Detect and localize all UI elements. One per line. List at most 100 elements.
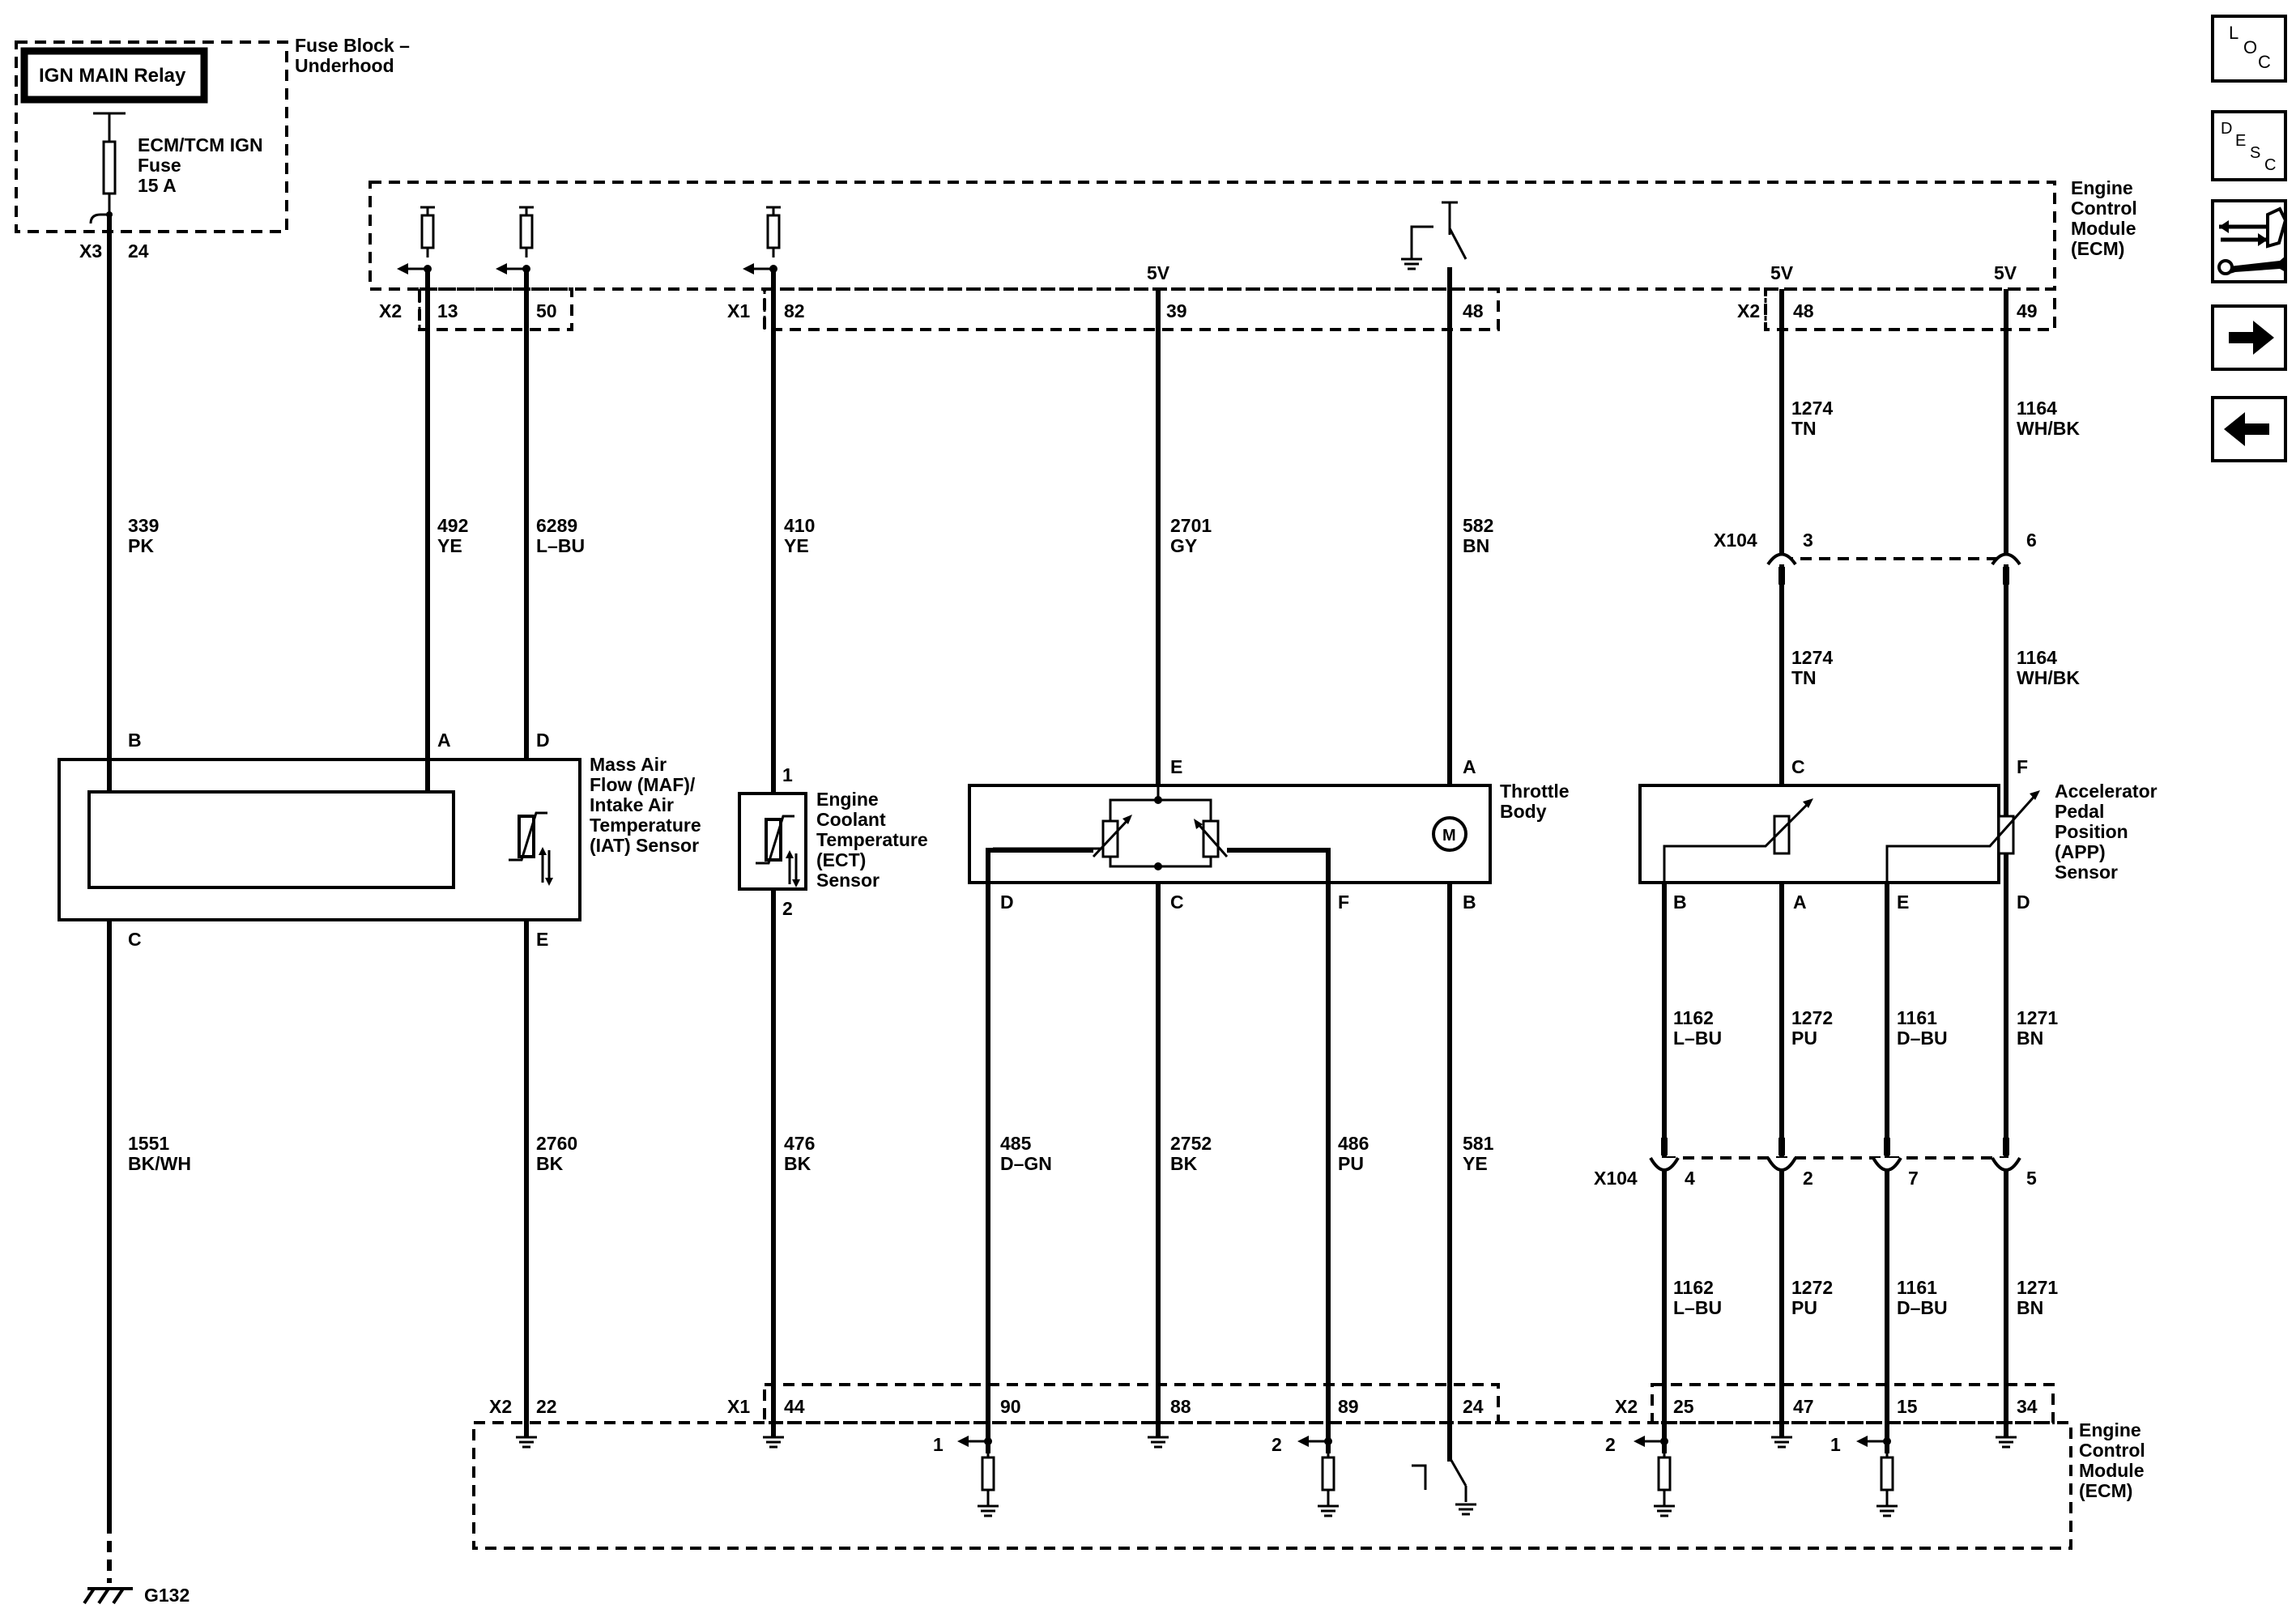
app-name-4: (APP) (2055, 841, 2106, 862)
wire-label-1161a-color: D–BU (1897, 1028, 1948, 1049)
connector-x2b-bottom-band (1651, 1383, 2055, 1424)
connector-x104-upper: X104 3 6 (1714, 530, 2037, 585)
wire-label-486-color: PU (1338, 1153, 1364, 1174)
ecm-bottom-label-1: Engine (2079, 1419, 2141, 1440)
ign-main-relay-label: IGN MAIN Relay (39, 65, 186, 87)
desc-e: E (2235, 132, 2246, 150)
ecm-pulldown-90 (976, 1456, 1000, 1517)
tb-pin-e: E (1170, 756, 1182, 777)
wire-label-1551-color: BK/WH (128, 1153, 191, 1174)
ect-name-4: (ECT) (816, 849, 866, 870)
x104-upper-label: X104 (1714, 530, 1757, 551)
maf-pin-a: A (437, 730, 451, 751)
conn-x2-bottom-label: X2 (489, 1396, 512, 1417)
supply-5v-3: 5V (1994, 262, 2017, 283)
wire-label-1164b-color: WH/BK (2017, 667, 2080, 688)
ect-name-2: Coolant (816, 809, 886, 830)
conn-x1-top-label: X1 (727, 300, 750, 321)
wire-label-581-color: YE (1463, 1153, 1488, 1174)
ect-name-5: Sensor (816, 870, 880, 891)
ecm-top-label-1: Engine (2071, 177, 2133, 198)
x104-pin-2: 2 (1803, 1168, 1813, 1189)
app-pin-a: A (1793, 891, 1807, 913)
wire-label-1162a-color: L–BU (1673, 1028, 1722, 1049)
ecm-ground-88 (1146, 1436, 1170, 1449)
wire-label-1271a-num: 1271 (2017, 1007, 2058, 1028)
arrow-left-icon (2224, 412, 2269, 446)
wire-label-485-num: 485 (1000, 1133, 1032, 1154)
ecm-pullup-13 (419, 206, 437, 259)
ecm-top-label-4: (ECM) (2071, 238, 2124, 259)
ecm-top-label-3: Module (2071, 218, 2136, 239)
connector-x3-label: X3 (79, 240, 102, 262)
ecm-bottom-label-2: Control (2079, 1440, 2145, 1461)
next-button[interactable] (2211, 304, 2287, 371)
ecm-driver-switch-top (1399, 201, 1467, 270)
connector-x104-lower: X104 4 2 7 5 (1594, 1138, 2037, 1189)
conn-x2b-bottom-label: X2 (1615, 1396, 1638, 1417)
fuse-label-2: Fuse (138, 155, 181, 176)
wire-label-581-num: 581 (1463, 1133, 1494, 1154)
ecm-top-box: Engine Control Module (ECM) X2 13 (368, 177, 2137, 331)
app-sensor-housing (1638, 784, 2000, 884)
ground-g132: G132 (83, 1522, 190, 1606)
maf-name-5: (IAT) Sensor (590, 835, 699, 856)
wire-label-1161a-num: 1161 (1897, 1007, 1937, 1028)
back-button[interactable] (2211, 396, 2287, 462)
wire-label-1272a-color: PU (1791, 1028, 1817, 1049)
arrow-right-icon (2229, 321, 2274, 355)
conn-pin-44: 44 (784, 1396, 805, 1417)
wire-label-2760-color: BK (536, 1153, 564, 1174)
wire-label-1272a-num: 1272 (1791, 1007, 1833, 1028)
connector-tools-button[interactable] (2211, 199, 2288, 283)
conn-x2-top-label: X2 (379, 300, 402, 321)
ecm-bottom-label-3: Module (2079, 1460, 2145, 1481)
wire-label-492-color: YE (437, 535, 462, 556)
wire-labels-upper: 339 PK 492 YE 6289 L–BU 410 YE 2701 GY 5… (128, 398, 2080, 688)
connector-x3-pin: 24 (128, 240, 149, 262)
ecm-bottom-outline (472, 1421, 2072, 1550)
conn-pin-13: 13 (437, 300, 458, 321)
ign-main-relay-box (20, 47, 208, 104)
throttle-motor-label: M (1442, 827, 1456, 845)
app-pin-c: C (1791, 756, 1805, 777)
desc-button[interactable]: D E S C (2211, 110, 2287, 181)
conn-x1-bottom-label: X1 (727, 1396, 750, 1417)
app-name-3: Position (2055, 821, 2128, 842)
wire-label-476-color: BK (784, 1153, 811, 1174)
wire-label-1272b-num: 1272 (1791, 1277, 1833, 1298)
ecm-pulldown-25 (1652, 1456, 1676, 1517)
conn-pin-88: 88 (1170, 1396, 1191, 1417)
wire-labels-lower: 1162 L–BU 1272 PU 1161 D–BU 1271 BN 1551… (128, 1007, 2058, 1318)
ect-pin-2: 2 (782, 898, 793, 919)
conn-pin-22: 22 (536, 1396, 557, 1417)
wire-label-339-num: 339 (128, 515, 159, 536)
marker-1a: 1 (933, 1434, 944, 1455)
tb-pin-a: A (1463, 756, 1476, 777)
desc-c: C (2264, 156, 2276, 174)
tb-pin-f: F (1338, 891, 1349, 913)
conn-pin-25: 25 (1673, 1396, 1694, 1417)
x104-lower-label: X104 (1594, 1168, 1638, 1189)
loc-button[interactable]: L O C (2211, 15, 2287, 83)
fuse-symbol (102, 140, 117, 195)
wire-label-2701-color: GY (1170, 535, 1197, 556)
wire-label-1271b-color: BN (2017, 1297, 2043, 1318)
wire-label-485-color: D–GN (1000, 1153, 1052, 1174)
ecm-bottom-label-4: (ECM) (2079, 1480, 2132, 1501)
connector-x3-hook (89, 213, 109, 224)
throttle-body-housing (968, 784, 1492, 884)
app-pin-b: B (1673, 891, 1687, 913)
wire-label-1551-num: 1551 (128, 1133, 169, 1154)
wire-label-492-num: 492 (437, 515, 468, 536)
tb-name-1: Throttle (1500, 781, 1570, 802)
x104-pin-6: 6 (2026, 530, 2037, 551)
conn-pin-34: 34 (2017, 1396, 2038, 1417)
iat-thermistor (518, 815, 535, 858)
ecm-bottom-box: Engine Control Module (ECM) X2 22 X1 44 … (472, 1383, 2145, 1550)
maf-pin-e: E (536, 929, 548, 950)
wire-label-1162b-num: 1162 (1673, 1277, 1714, 1298)
conn-pin-82: 82 (784, 300, 805, 321)
app-name-2: Pedal (2055, 801, 2104, 822)
wire-label-1161b-color: D–BU (1897, 1297, 1948, 1318)
